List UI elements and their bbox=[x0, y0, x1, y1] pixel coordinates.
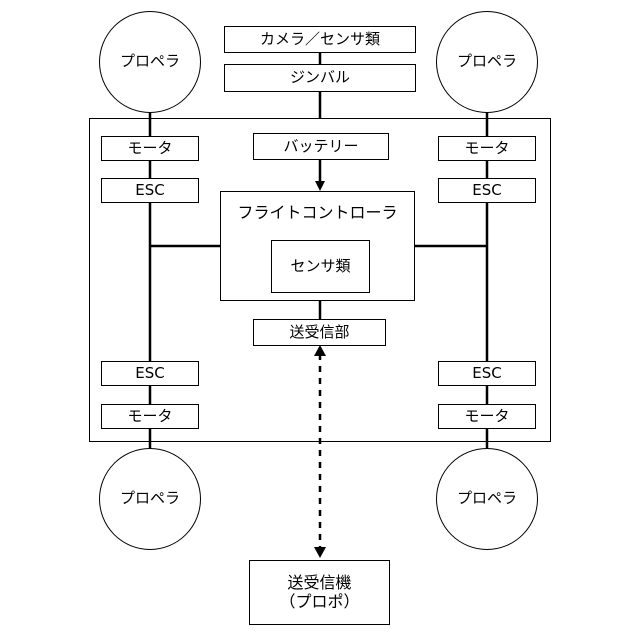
propeller-label: プロペラ bbox=[457, 53, 517, 70]
esc-bottom-right: ESC bbox=[438, 361, 536, 386]
wireless-arrow-down bbox=[314, 547, 326, 558]
esc-top-left: ESC bbox=[101, 178, 199, 203]
motor-top-left: モータ bbox=[101, 136, 199, 161]
propeller-label: プロペラ bbox=[457, 490, 517, 507]
motor-top-right: モータ bbox=[438, 136, 536, 161]
propeller-label: プロペラ bbox=[120, 490, 180, 507]
propeller-label: プロペラ bbox=[120, 53, 180, 70]
gimbal-box: ジンバル bbox=[224, 64, 416, 92]
esc-bottom-left: ESC bbox=[101, 361, 199, 386]
propeller-bottom-right: プロペラ bbox=[436, 448, 538, 550]
transmitter-box: 送受信機 （プロポ） bbox=[249, 560, 390, 625]
motor-bottom-right: モータ bbox=[438, 404, 536, 429]
battery-box: バッテリー bbox=[253, 133, 389, 160]
esc-top-right: ESC bbox=[438, 178, 536, 203]
propeller-top-left: プロペラ bbox=[99, 11, 201, 113]
camera-sensors-box: カメラ／センサ類 bbox=[224, 26, 416, 53]
propeller-top-right: プロペラ bbox=[436, 11, 538, 113]
propeller-bottom-left: プロペラ bbox=[99, 448, 201, 550]
transceiver-box: 送受信部 bbox=[253, 319, 386, 346]
motor-bottom-left: モータ bbox=[101, 404, 199, 429]
fc-sensors-box: センサ類 bbox=[271, 240, 370, 293]
